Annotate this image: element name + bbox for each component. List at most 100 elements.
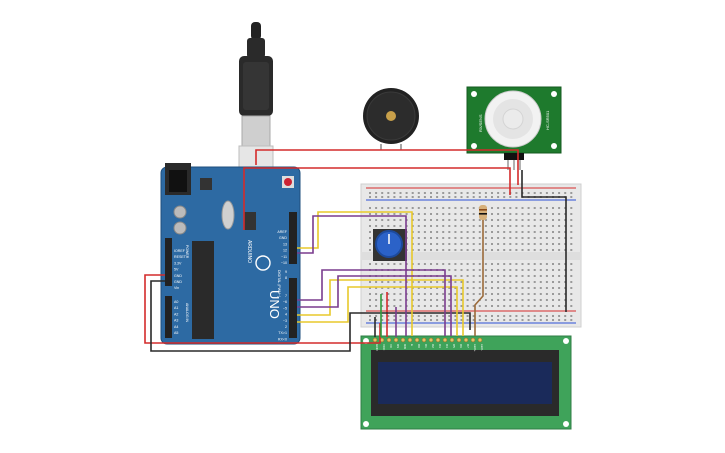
- breadboard-hole: [399, 281, 402, 283]
- breadboard-hole: [515, 249, 518, 251]
- pir-sensor[interactable]: RX/SENS HC-SR501: [466, 86, 562, 170]
- breadboard-hole: [430, 207, 432, 209]
- lcd-pin[interactable]: [435, 337, 441, 343]
- breadboard-hole: [460, 196, 463, 198]
- breadboard-hole: [454, 249, 457, 251]
- lcd-pin[interactable]: [386, 337, 392, 343]
- lcd-pin[interactable]: [428, 337, 434, 343]
- lcd-pin[interactable]: [421, 337, 427, 343]
- breadboard-hole: [503, 263, 506, 265]
- lcd-pin-label: GND: [375, 344, 379, 352]
- breadboard-hole: [369, 305, 371, 307]
- breadboard-hole: [472, 287, 475, 289]
- arduino-uno[interactable]: UNO ARDUINO POWER ANALOG IN DIGITAL (PWM…: [160, 163, 301, 345]
- breadboard-hole: [454, 207, 457, 209]
- breadboard-hole: [454, 299, 457, 301]
- breadboard-hole: [448, 287, 451, 289]
- lcd-pin[interactable]: [477, 337, 483, 343]
- breadboard-hole: [539, 207, 542, 209]
- breadboard-hole: [527, 207, 530, 209]
- breadboard-hole: [472, 196, 475, 198]
- breadboard-hole: [503, 287, 506, 289]
- lcd-pin-label: D5: [452, 344, 456, 348]
- breadboard-hole: [558, 225, 561, 227]
- breadboard-hole: [393, 287, 396, 289]
- breadboard-hole: [527, 281, 530, 283]
- breadboard-hole: [375, 263, 378, 265]
- lcd-pin[interactable]: [449, 337, 455, 343]
- breadboard-hole: [417, 219, 420, 221]
- potentiometer[interactable]: [373, 229, 407, 261]
- pir-model-label: HC-SR501: [545, 110, 550, 130]
- breadboard-hole: [478, 281, 481, 283]
- breadboard-hole: [558, 263, 561, 265]
- breadboard-hole: [454, 305, 457, 307]
- breadboard-hole: [558, 299, 561, 301]
- breadboard-hole: [515, 237, 518, 239]
- lcd-pin[interactable]: [414, 337, 420, 343]
- lcd-pin[interactable]: [456, 337, 462, 343]
- breadboard-hole: [381, 225, 384, 227]
- breadboard-hole: [570, 305, 573, 307]
- breadboard-hole: [558, 305, 561, 307]
- breadboard-hole: [417, 319, 420, 321]
- breadboard-hole: [491, 243, 493, 245]
- lcd-pin[interactable]: [442, 337, 448, 343]
- breadboard-hole: [478, 293, 481, 295]
- arduino-pin-label: A4: [174, 325, 178, 329]
- breadboard-hole: [552, 299, 554, 301]
- breadboard-hole: [484, 219, 487, 221]
- breadboard-hole: [436, 243, 439, 245]
- lcd-pin[interactable]: [400, 337, 406, 343]
- breadboard-hole: [466, 243, 469, 245]
- breadboard-hole: [399, 305, 402, 307]
- breadboard-hole: [417, 249, 420, 251]
- breadboard-hole: [430, 263, 432, 265]
- lcd-pin[interactable]: [393, 337, 399, 343]
- arduino-pin-label: GND: [174, 274, 182, 278]
- breadboard-hole: [417, 305, 420, 307]
- lcd-pin[interactable]: [407, 337, 413, 343]
- buzzer[interactable]: [363, 88, 419, 150]
- breadboard-hole: [521, 269, 524, 271]
- breadboard-hole: [448, 305, 451, 307]
- breadboard-hole: [454, 263, 457, 265]
- breadboard-hole: [539, 213, 542, 215]
- breadboard-hole: [466, 231, 469, 233]
- breadboard-hole: [558, 249, 561, 251]
- breadboard-hole: [448, 207, 451, 209]
- breadboard-hole: [497, 196, 500, 198]
- lcd-pin[interactable]: [372, 337, 378, 343]
- breadboard-hole: [430, 305, 432, 307]
- breadboard-hole: [497, 225, 500, 227]
- breadboard-hole: [448, 269, 451, 271]
- breadboard-hole: [405, 213, 408, 215]
- breadboard-hole: [564, 315, 567, 317]
- breadboard-hole: [423, 287, 426, 289]
- resistor[interactable]: [479, 205, 487, 220]
- usb-cable: [238, 22, 274, 171]
- breadboard-hole: [570, 225, 573, 227]
- breadboard-hole: [436, 263, 439, 265]
- breadboard-hole: [527, 299, 530, 301]
- lcd-pin[interactable]: [470, 337, 476, 343]
- wire-red-buzzer: [243, 167, 511, 230]
- breadboard-hole: [369, 319, 371, 321]
- breadboard-hole: [436, 237, 439, 239]
- breadboard-hole: [552, 192, 554, 194]
- breadboard-hole: [503, 281, 506, 283]
- breadboard-hole: [454, 293, 457, 295]
- wire-purple-1: [297, 215, 407, 336]
- breadboard-hole: [375, 305, 378, 307]
- breadboard-hole: [539, 219, 542, 221]
- breadboard-hole: [515, 319, 518, 321]
- breadboard-hole: [393, 305, 396, 307]
- breadboard-hole: [454, 243, 457, 245]
- breadboard-hole: [509, 231, 512, 233]
- breadboard-hole: [442, 319, 445, 321]
- breadboard-hole: [570, 192, 573, 194]
- breadboard-hole: [515, 243, 518, 245]
- lcd-pin[interactable]: [463, 337, 469, 343]
- breadboard-hole: [491, 299, 493, 301]
